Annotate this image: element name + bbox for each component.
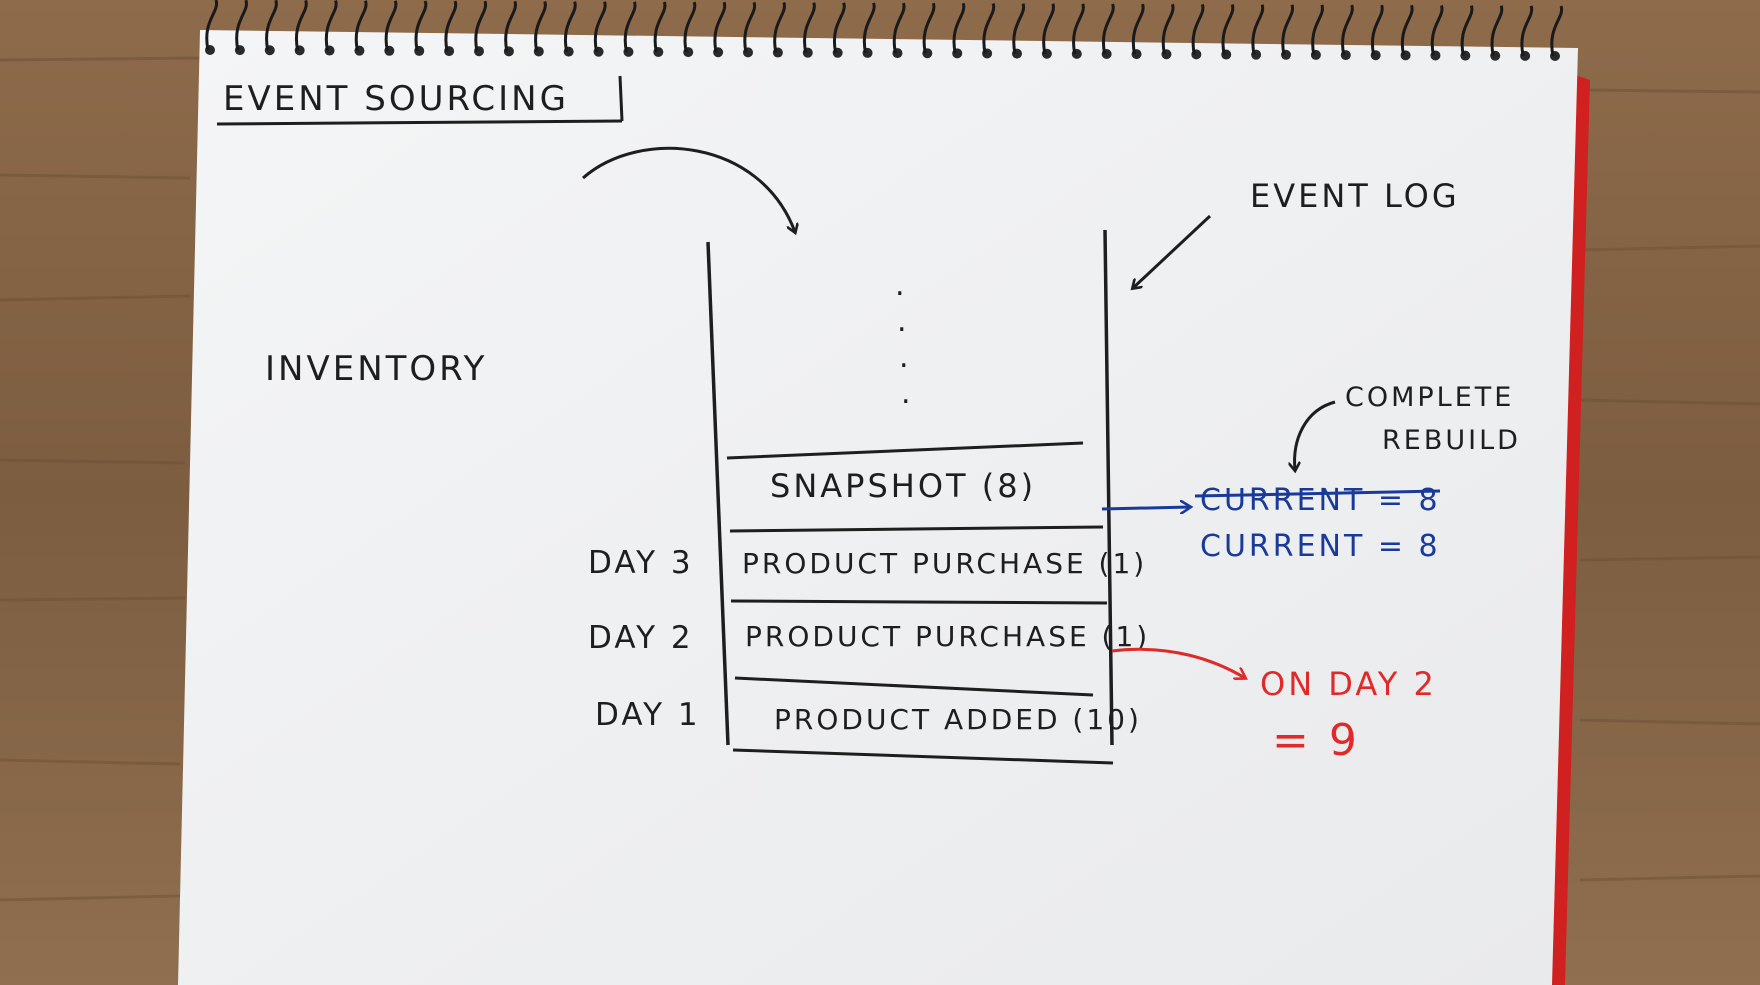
binding-ring	[265, 0, 278, 51]
binding-ring	[1311, 4, 1324, 56]
event-entry: PRODUCT ADDED (10)	[774, 703, 1142, 736]
binding-ring	[474, 0, 488, 52]
log-dot: .	[897, 304, 907, 339]
log-dot: .	[899, 340, 909, 375]
binding-ring	[504, 0, 517, 52]
complete-rebuild-arrow	[1295, 400, 1336, 470]
log-dot: .	[901, 376, 911, 411]
complete-rebuild-label: COMPLETE	[1345, 382, 1514, 413]
binding-ring	[773, 2, 786, 53]
binding-ring	[1460, 5, 1474, 56]
spiral-binding	[205, 0, 1564, 61]
binding-ring	[1520, 5, 1534, 57]
binding-ring	[623, 1, 637, 53]
title-divider	[618, 75, 624, 122]
current-value: CURRENT = 8	[1200, 529, 1441, 564]
binding-ring	[1490, 5, 1504, 57]
binding-ring	[862, 2, 876, 54]
log-dot: .	[895, 268, 905, 303]
append-arrow	[582, 146, 795, 232]
binding-ring	[832, 2, 846, 54]
binding-ring	[982, 2, 996, 54]
log-divider	[734, 676, 1094, 697]
binding-ring	[1161, 3, 1175, 55]
binding-ring	[205, 0, 219, 51]
log-left-wall	[706, 241, 730, 746]
binding-ring	[354, 0, 368, 51]
binding-ring	[952, 2, 966, 54]
binding-ring	[803, 2, 816, 53]
strikethrough-line	[1194, 489, 1441, 498]
day-label: DAY 2	[588, 620, 694, 656]
log-right-wall	[1103, 229, 1114, 746]
binding-ring	[922, 2, 936, 54]
binding-ring	[1341, 4, 1354, 56]
complete-rebuild-label: REBUILD	[1382, 425, 1521, 456]
binding-ring	[235, 0, 248, 51]
binding-ring	[683, 1, 697, 53]
log-divider	[729, 525, 1104, 533]
binding-ring	[1042, 3, 1055, 55]
title-underline	[216, 119, 623, 126]
day-label: DAY 1	[595, 697, 701, 733]
binding-ring	[534, 0, 547, 52]
day-label: DAY 3	[588, 545, 694, 581]
struck-current-value: CURRENT = 8	[1200, 483, 1441, 518]
binding-ring	[324, 0, 338, 51]
binding-ring	[1251, 4, 1265, 55]
binding-ring	[892, 2, 906, 54]
notebook-page	[178, 30, 1578, 985]
binding-ring	[713, 1, 727, 53]
binding-ring	[1281, 4, 1295, 56]
binding-ring	[384, 0, 398, 52]
title-text: EVENT SOURCING	[223, 79, 569, 119]
binding-ring	[1550, 5, 1564, 57]
event-entry: PRODUCT PURCHASE (1)	[742, 547, 1147, 580]
on-day-arrow	[1111, 647, 1245, 678]
binding-ring	[1191, 3, 1205, 55]
log-divider	[730, 599, 1108, 605]
binding-ring	[1400, 4, 1414, 56]
entity-label: INVENTORY	[265, 349, 487, 389]
binding-ring	[414, 0, 428, 52]
on-day-label: ON DAY 2	[1260, 665, 1437, 703]
binding-ring	[1012, 3, 1026, 54]
on-day-value: = 9	[1272, 715, 1360, 766]
binding-ring	[1072, 3, 1085, 55]
binding-ring	[1221, 4, 1235, 55]
event-log-arrow	[1133, 214, 1212, 288]
binding-ring	[593, 1, 607, 53]
binding-ring	[444, 0, 458, 52]
binding-ring	[1131, 3, 1145, 55]
snapshot-label: SNAPSHOT (8)	[770, 467, 1036, 505]
snapshot-arrow	[1101, 507, 1190, 509]
event-log-label: EVENT LOG	[1250, 177, 1460, 215]
log-bottom	[732, 748, 1114, 765]
event-entry: PRODUCT PURCHASE (1)	[745, 620, 1150, 653]
binding-ring	[294, 0, 308, 51]
wood-grain	[0, 56, 1760, 902]
binding-ring	[653, 1, 667, 53]
binding-ring	[1430, 4, 1444, 56]
binding-ring	[743, 1, 757, 53]
binding-ring	[1101, 3, 1115, 55]
binding-ring	[1370, 4, 1384, 56]
log-divider	[726, 441, 1084, 460]
binding-ring	[563, 1, 577, 52]
